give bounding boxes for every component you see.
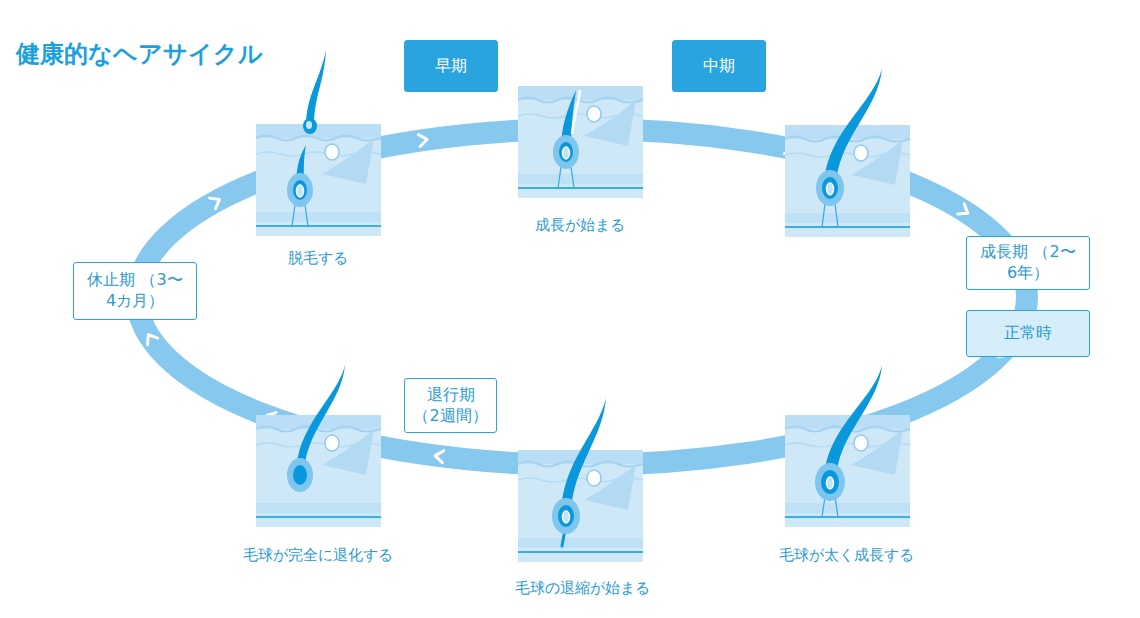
loop-chevron: [958, 204, 971, 218]
hair-bulb: [293, 465, 307, 485]
base-line: [785, 226, 910, 228]
subcutis-band: [785, 213, 910, 223]
gland-shadow: [322, 138, 374, 184]
phase-box: 正常時: [966, 310, 1090, 357]
hair-shaft: [824, 68, 882, 188]
hair-bulb: [293, 180, 307, 200]
follicle-sheath: [287, 173, 313, 207]
skin-wave: [256, 427, 381, 432]
follicle-panels: [256, 50, 910, 562]
phase-label: 早期: [435, 56, 467, 77]
follicle-panel: [256, 365, 381, 527]
follicle-panel: [518, 398, 643, 562]
dermal-papilla: [563, 147, 570, 159]
base-line: [785, 516, 910, 518]
stage-caption: 毛球の退縮が始まる: [515, 579, 650, 598]
follicle-panel: [785, 68, 910, 237]
shed-hair: [306, 50, 326, 126]
subcutis-band: [256, 503, 381, 513]
gland-shadow: [584, 100, 636, 146]
stage-caption: 毛球が太く成長する: [779, 546, 914, 565]
gland-shadow: [584, 464, 636, 510]
skin-surface: [256, 124, 381, 138]
phase-box: 退行期 （2週間）: [404, 378, 497, 433]
loop-chevron: [418, 134, 428, 147]
subcutis-band: [518, 174, 643, 184]
base-line: [256, 516, 381, 518]
phase-label: 中期: [703, 56, 735, 77]
phase-tag: 中期: [672, 40, 766, 92]
loop-chevron: [210, 194, 223, 208]
phase-label: 正常時: [1004, 323, 1052, 344]
new-hair-gap: [572, 90, 580, 134]
sebaceous-gland: [587, 470, 601, 486]
hair-bulb: [821, 470, 839, 494]
sebaceous-gland: [325, 435, 339, 451]
subcutis-band: [256, 212, 381, 222]
follicle-sheath: [287, 458, 313, 492]
gland-shadow: [851, 139, 903, 185]
stage-caption: 毛球が完全に退化する: [243, 546, 393, 565]
diagram-title: 健康的なヘアサイクル: [16, 38, 263, 70]
base-line: [518, 187, 643, 189]
sebaceous-gland: [854, 435, 868, 451]
skin-wave: [256, 136, 381, 141]
subcutis-band: [518, 538, 643, 548]
sebaceous-gland: [854, 145, 868, 161]
gland-shadow: [322, 429, 374, 475]
dermal-papilla: [827, 183, 834, 195]
base-line: [518, 551, 643, 553]
subcutis-band: [785, 503, 910, 513]
follicle-sheath: [552, 498, 580, 534]
stage-caption: 脱毛する: [288, 249, 348, 268]
skin-block: [256, 124, 381, 236]
follicle-sheath: [553, 135, 579, 169]
follicle-panel: [785, 365, 910, 527]
phase-tag: 早期: [404, 40, 498, 92]
phase-label: 退行期 （2週間）: [413, 385, 488, 427]
hair-shaft: [296, 365, 345, 475]
hair-bulb: [559, 142, 573, 162]
phase-box: 休止期 （3〜4カ月）: [73, 262, 197, 320]
skin-wave: [518, 98, 643, 103]
skin-block: [518, 86, 643, 198]
loop-chevron: [143, 331, 157, 344]
hair-bulb: [558, 505, 574, 527]
sebaceous-gland: [325, 144, 339, 160]
hair-bulb: [822, 177, 838, 199]
follicle-sheath: [815, 463, 845, 501]
follicle-panel: [518, 86, 643, 198]
club-end: [303, 118, 317, 134]
dermal-papilla: [827, 477, 834, 489]
phase-box: 成長期 （2〜6年）: [966, 236, 1090, 290]
base-line: [256, 225, 381, 227]
follicle-panel: [256, 50, 381, 236]
dermal-papilla: [297, 185, 304, 197]
gland-shadow: [851, 429, 903, 475]
skin-block: [256, 415, 381, 527]
stage-caption: 成長が始まる: [535, 216, 625, 235]
follicle-sheath: [816, 170, 844, 206]
sebaceous-gland: [587, 106, 601, 122]
phase-label: 成長期 （2〜6年）: [975, 242, 1081, 284]
phase-label: 休止期 （3〜4カ月）: [82, 270, 188, 312]
club-highlight: [306, 121, 312, 129]
dermal-papilla: [563, 511, 570, 523]
loop-chevron: [434, 450, 443, 463]
